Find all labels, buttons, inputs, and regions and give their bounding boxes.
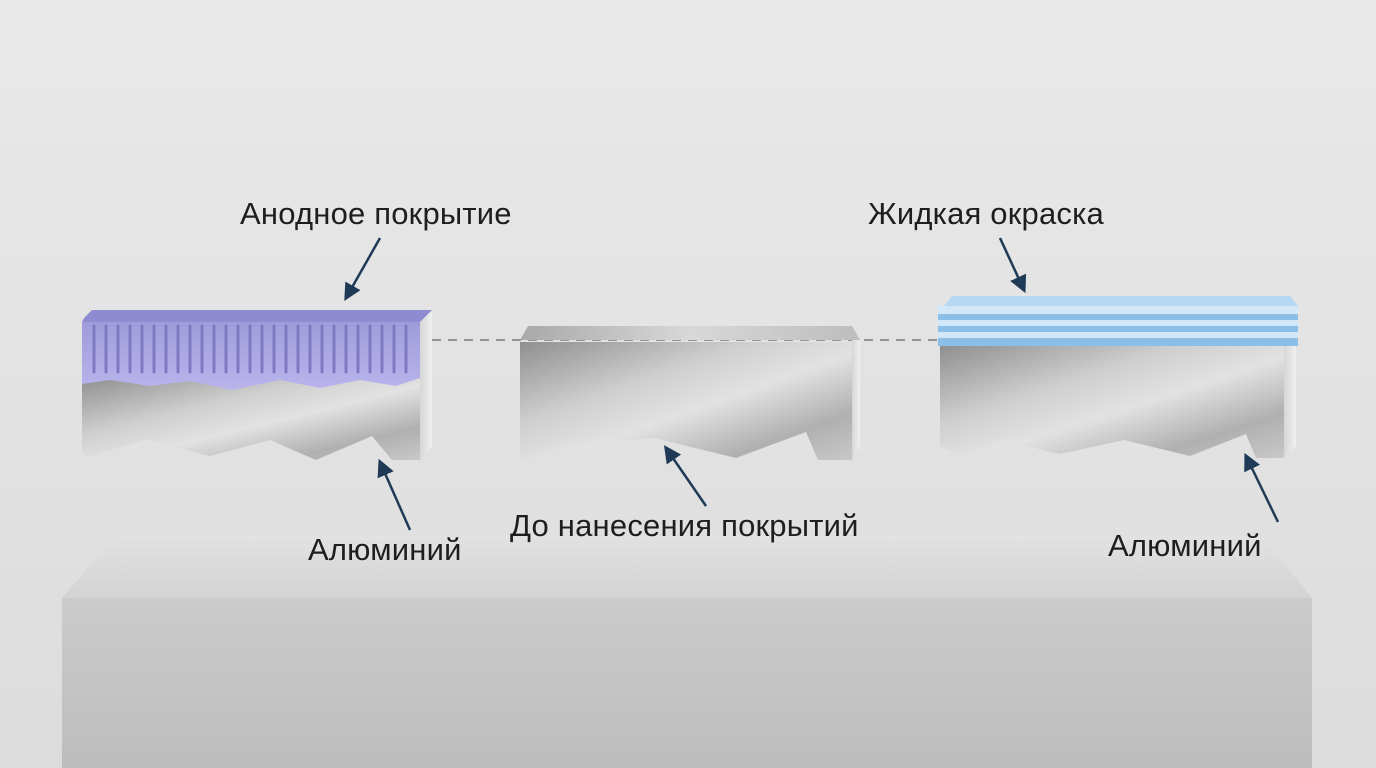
anodized-sample: [82, 310, 432, 460]
liquid-paint-label: Жидкая окраска: [868, 196, 1104, 231]
arrow-icon: [998, 237, 1027, 294]
aluminum-left-label: Алюминий: [308, 532, 462, 567]
uncoated-sample: [520, 326, 860, 460]
before-coating-label: До нанесения покрытий: [510, 508, 859, 543]
pedestal: [62, 536, 1312, 768]
aluminum-base-middle: [520, 342, 852, 460]
arrow-icon: [344, 237, 382, 302]
arrow-icon: [377, 458, 412, 531]
aluminum-base-right: [940, 346, 1284, 458]
arrow-icon: [664, 445, 708, 507]
arrow-icon: [1244, 452, 1280, 523]
anodic-coating-label: Анодное покрытие: [240, 196, 512, 231]
aluminum-right-label: Алюминий: [1108, 528, 1262, 563]
aluminum-base-left: [82, 378, 420, 460]
anodic-pores: [92, 324, 408, 374]
painted-sample: [938, 296, 1298, 458]
paint-layers: [938, 306, 1298, 346]
